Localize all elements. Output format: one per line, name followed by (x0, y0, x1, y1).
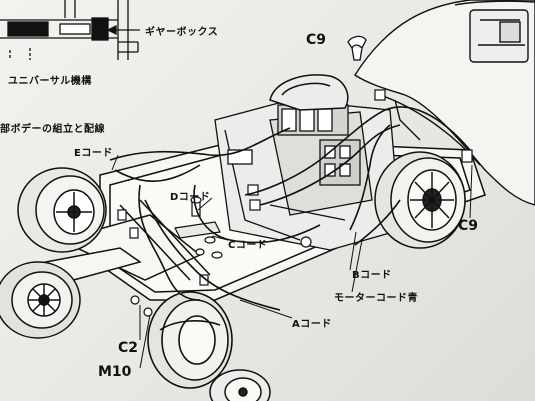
exploded-wheel-hub (209, 369, 271, 401)
right-rear-wheel (374, 151, 466, 249)
m10-label: M10 (98, 364, 132, 380)
spare-wheel (0, 261, 81, 339)
leader-lines (111, 154, 473, 369)
c9-right-label: C9 (458, 218, 479, 234)
b-cord-label: Bコード (352, 270, 392, 281)
wiring (109, 106, 471, 311)
engine-block (214, 99, 401, 251)
body-assembly-heading: 部ボデーの組立と配線 (0, 124, 105, 135)
e-cord-label: Eコード (74, 148, 113, 159)
c-cord-label: Cコード (228, 240, 268, 251)
a-cord-label: Aコード (292, 319, 332, 330)
body-shell (354, 0, 535, 206)
gearbox-inset (0, 0, 140, 60)
front-right-wheel (147, 291, 233, 389)
gearbox-label: ギヤーボックス (145, 27, 219, 38)
c2-label: C2 (118, 340, 139, 356)
c9-clip (347, 35, 367, 61)
left-rear-wheel (269, 74, 349, 111)
c9-top-label: C9 (306, 32, 327, 48)
motor-cord-label: モーターコード青 (334, 293, 418, 304)
d-cord-label: Dコード (170, 192, 211, 203)
left-front-wheel (17, 167, 107, 253)
universal-joint-label: ユニバーサル機構 (8, 76, 92, 87)
